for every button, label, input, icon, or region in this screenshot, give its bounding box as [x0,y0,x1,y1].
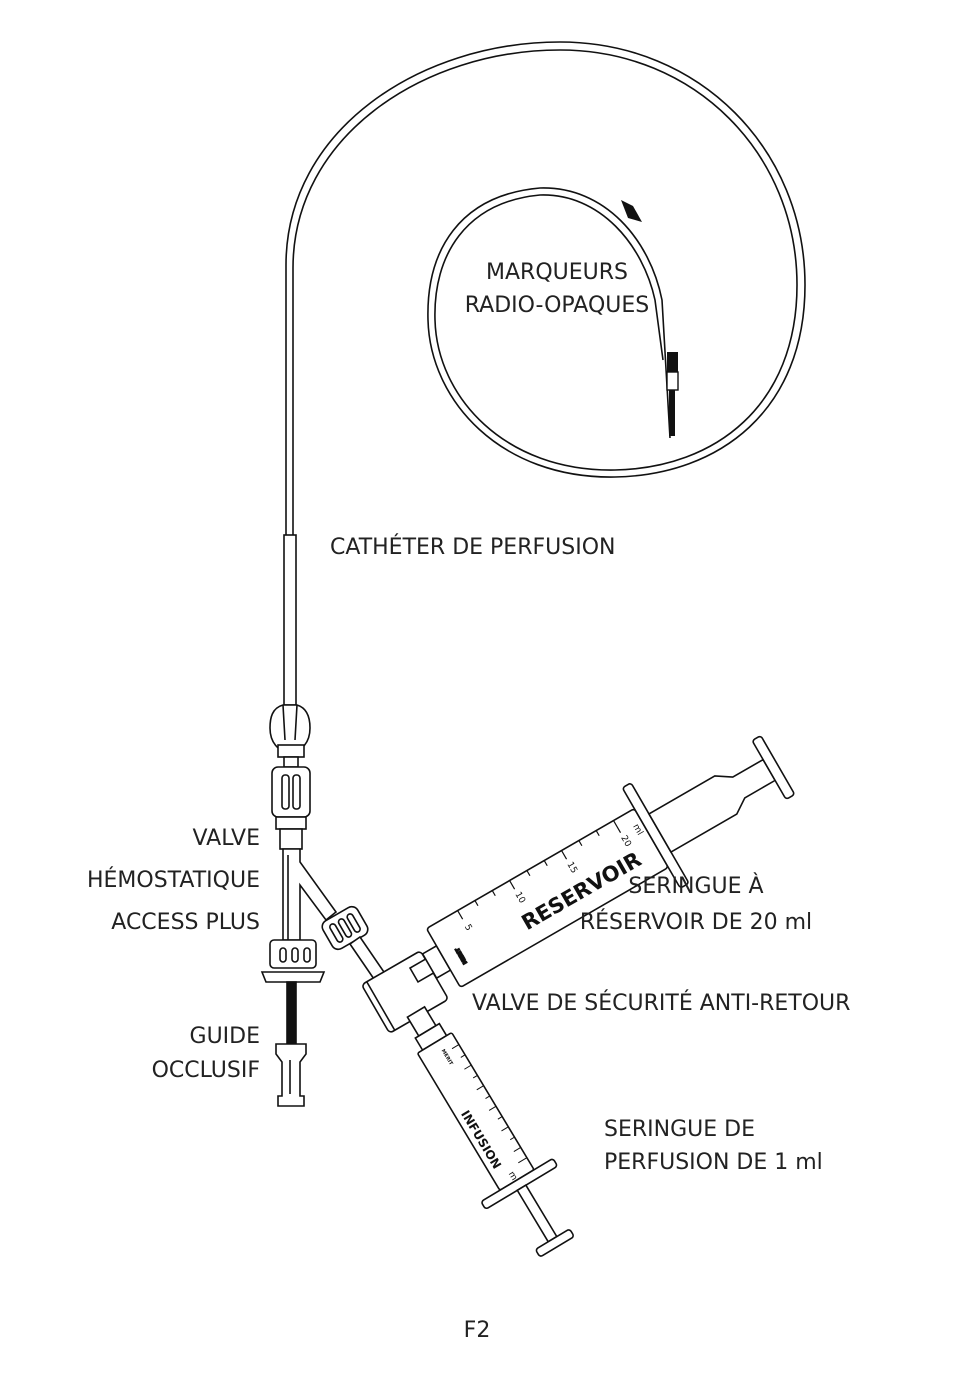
label-hemostatic-valve: VALVE HÉMOSTATIQUE ACCESS PLUS [60,818,260,944]
label-valve-line2: HÉMOSTATIQUE [86,868,260,893]
radio-opaque-marker-lower [666,352,679,391]
label-reservoir-syringe: SERINGUE À RÉSERVOIR DE 20 ml [575,869,817,941]
label-occlusion-guide: GUIDE OCCLUSIF [100,1020,260,1088]
occlusion-guide [275,981,307,1107]
label-check-valve-text: VALVE DE SÉCURITÉ ANTI-RETOUR [472,991,851,1016]
label-markers-line1: MARQUEURS [486,260,628,285]
label-infusion-line1: SERINGUE DE [604,1117,755,1142]
catheter-tip [669,390,675,436]
reservoir-tick-5: 5 [462,923,474,933]
infusion-catheter [285,41,806,535]
catheter-hub [269,704,311,768]
label-valve-line1: VALVE [192,826,260,851]
label-infusion-syringe: SERINGUE DE PERFUSION DE 1 ml [604,1113,823,1179]
reservoir-tick-15: 15 [564,860,578,875]
label-guide-line1: GUIDE [189,1024,260,1049]
catheter-shaft-proximal [283,534,297,706]
label-infusion-line2: PERFUSION DE 1 ml [604,1150,823,1175]
label-reservoir-line2: RÉSERVOIR DE 20 ml [579,910,813,935]
label-valve-line3: ACCESS PLUS [111,910,260,935]
reservoir-unit: ml [630,822,644,837]
label-reservoir-line1: SERINGUE À [628,874,764,899]
radio-opaque-marker-upper [621,200,642,222]
figure-number: F2 [463,1318,491,1343]
label-catheter-text: CATHÉTER DE PERFUSION [330,535,616,560]
label-infusion-catheter: CATHÉTER DE PERFUSION [330,531,615,564]
label-radio-opaque-markers: MARQUEURS RADIO-OPAQUES [452,256,662,322]
label-check-valve: VALVE DE SÉCURITÉ ANTI-RETOUR [472,987,850,1020]
label-guide-line2: OCCLUSIF [151,1058,260,1083]
label-markers-line2: RADIO-OPAQUES [464,293,650,318]
infusion-syringe: MERIT INFUSION ml [406,1005,574,1257]
